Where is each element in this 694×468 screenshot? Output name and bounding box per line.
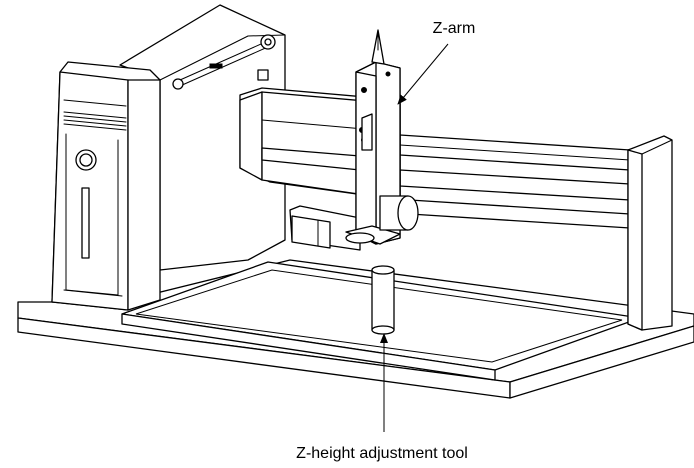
z-height-tool [371, 265, 395, 335]
y-rails [399, 134, 631, 229]
z-arm-label: Z-arm [433, 20, 476, 37]
z-arm [345, 29, 419, 245]
z-height-tool-label: Z-height adjustment tool [296, 445, 468, 462]
lower-carriage [289, 205, 361, 251]
controller-box [51, 61, 161, 311]
z-arm-leader [397, 43, 449, 105]
right-end-bracket [627, 135, 673, 331]
